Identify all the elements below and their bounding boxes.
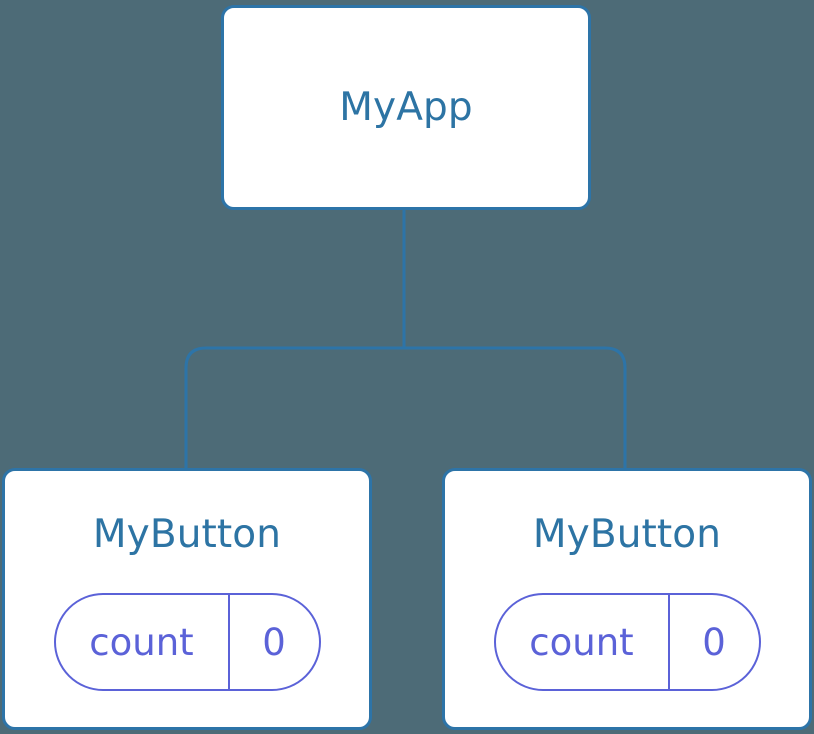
- component-node-title: MyButton: [92, 512, 282, 557]
- state-pill-value: 0: [230, 595, 319, 689]
- state-key-label: count: [529, 620, 634, 664]
- state-pill-key: count: [56, 595, 230, 689]
- edge-root-to-child-right: [404, 346, 627, 470]
- component-node-child-1[interactable]: MyButton count 0: [442, 468, 812, 730]
- state-pill-key: count: [496, 595, 670, 689]
- state-value-label: 0: [702, 620, 726, 664]
- edge-root-to-child-left: [184, 346, 404, 470]
- component-node-child-0[interactable]: MyButton count 0: [2, 468, 372, 730]
- state-value-label: 0: [262, 620, 286, 664]
- state-pill[interactable]: count 0: [53, 593, 321, 691]
- state-pill-value: 0: [670, 595, 759, 689]
- state-key-label: count: [89, 620, 194, 664]
- state-pill[interactable]: count 0: [493, 593, 761, 691]
- component-node-title: MyButton: [532, 512, 722, 557]
- component-node-root[interactable]: MyApp: [221, 5, 591, 210]
- component-node-title: MyApp: [339, 85, 473, 130]
